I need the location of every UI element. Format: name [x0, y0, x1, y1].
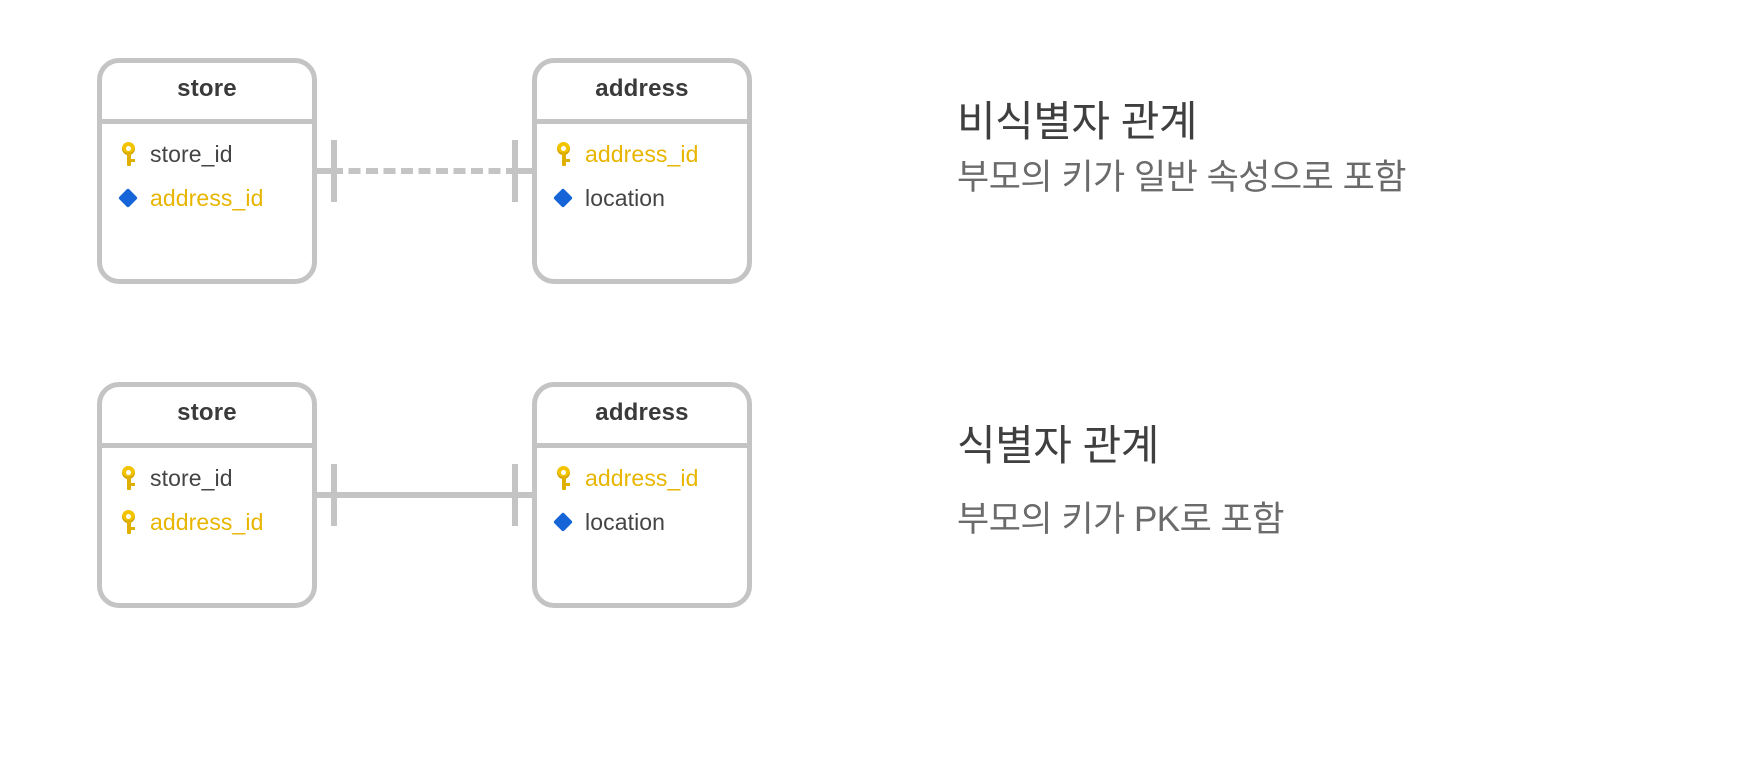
connector-stub-right — [518, 492, 532, 498]
key-icon — [118, 465, 140, 491]
attribute-label: store_id — [150, 140, 233, 167]
attribute-label: address_id — [150, 508, 264, 535]
attribute-row[interactable]: address_id — [118, 176, 312, 220]
attribute-label: location — [585, 508, 666, 535]
entity-title: store — [102, 387, 312, 448]
caption-identifying: 식별자 관계 부모의 키가 PK로 포함 — [957, 420, 1284, 543]
relationship-connector-dashed[interactable] — [317, 58, 532, 284]
caption-subtitle: 부모의 키가 일반 속성으로 포함 — [957, 158, 1407, 198]
entity-address-non-identifying[interactable]: address address_id location — [532, 58, 752, 284]
key-icon — [553, 141, 575, 167]
entity-store-non-identifying[interactable]: store store_id address_id — [97, 58, 317, 284]
attribute-row[interactable]: address_id — [118, 500, 312, 544]
relationship-connector-solid[interactable] — [317, 382, 532, 608]
entity-attribute-list: address_id location — [537, 124, 747, 220]
cardinality-tick-right — [512, 464, 518, 526]
caption-title: 비식별자 관계 — [957, 98, 1198, 145]
diamond-icon — [118, 185, 140, 211]
connector-stub-left — [317, 168, 331, 174]
attribute-label: store_id — [150, 464, 233, 491]
entity-store-identifying[interactable]: store store_id address_id — [97, 382, 317, 608]
attribute-label: location — [585, 184, 666, 211]
attribute-row[interactable]: store_id — [118, 456, 312, 500]
cardinality-tick-right — [512, 140, 518, 202]
connector-line — [331, 168, 518, 174]
diamond-icon — [553, 509, 575, 535]
attribute-row[interactable]: store_id — [118, 132, 312, 176]
key-icon — [553, 465, 575, 491]
caption-title: 식별자 관계 — [957, 422, 1159, 469]
diamond-icon — [553, 185, 575, 211]
entity-attribute-list: store_id address_id — [102, 124, 312, 220]
attribute-row[interactable]: address_id — [553, 456, 747, 500]
key-icon — [118, 509, 140, 535]
attribute-label: address_id — [150, 184, 264, 211]
caption-subtitle: 부모의 키가 PK로 포함 — [957, 500, 1284, 540]
attribute-label: address_id — [585, 140, 699, 167]
attribute-row[interactable]: address_id — [553, 132, 747, 176]
entity-title: address — [537, 387, 747, 448]
attribute-label: address_id — [585, 464, 699, 491]
er-row-non-identifying: store store_id address_id — [0, 58, 1760, 318]
entity-attribute-list: address_id location — [537, 448, 747, 544]
entity-title: store — [102, 63, 312, 124]
connector-line — [331, 492, 518, 498]
entity-title: address — [537, 63, 747, 124]
attribute-row[interactable]: location — [553, 176, 747, 220]
entity-address-identifying[interactable]: address address_id location — [532, 382, 752, 608]
entity-attribute-list: store_id address_id — [102, 448, 312, 544]
caption-non-identifying: 비식별자 관계 부모의 키가 일반 속성으로 포함 — [957, 96, 1407, 201]
er-row-identifying: store store_id address_id — [0, 382, 1760, 642]
connector-stub-right — [518, 168, 532, 174]
connector-stub-left — [317, 492, 331, 498]
attribute-row[interactable]: location — [553, 500, 747, 544]
key-icon — [118, 141, 140, 167]
